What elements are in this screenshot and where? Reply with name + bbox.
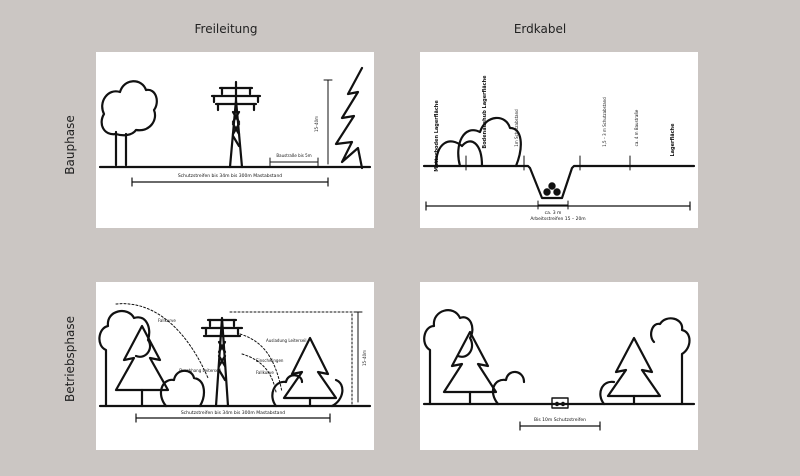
strip-label: Bis 10m Schutzstreifen — [534, 417, 586, 423]
trench-label: ca. 3 m — [545, 210, 562, 216]
label-schutzabstand-3m: 1,5 – 3 m Schutzabstand — [602, 97, 607, 147]
column-header-freileitung: Freileitung — [194, 22, 258, 36]
label-lagerflaeche: Lagerfläche — [670, 123, 676, 157]
bush-icon-2 — [271, 374, 344, 408]
panel-erdkabel-bauphase: Mutterboden Lagerfläche Bodenaushub Lage… — [420, 52, 698, 228]
conifer-tree-icon-2 — [282, 336, 338, 408]
deciduous-tree-icon — [98, 309, 152, 408]
bush-icon — [159, 369, 206, 408]
height-dimension — [353, 311, 363, 403]
strip-label: Schutzstreifen bis 34m bis 300m Mastabst… — [178, 173, 282, 179]
strip-dimension — [519, 421, 601, 431]
soil-pile-icon — [434, 140, 484, 168]
road-dimension — [269, 157, 319, 167]
label-mutterboden: Mutterboden Lagerfläche — [434, 100, 440, 172]
strip-label: Schutzstreifen bis 34m bis 300m Mastabst… — [181, 410, 285, 416]
transmission-pylon-icon — [210, 80, 262, 169]
row-header-betriebsphase: Betriebsphase — [63, 315, 77, 403]
fall-curve — [115, 303, 353, 407]
height-dimension — [323, 79, 333, 165]
panel-freileitung-bauphase: 15–40m Baustraße bis 5m Schutzstreifen b… — [96, 52, 374, 228]
label-bodenaushub: Bodenaushub Lagerfläche — [482, 75, 488, 149]
deciduous-tree-icon-2 — [650, 317, 691, 406]
deciduous-tree-icon — [100, 80, 158, 167]
deciduous-tree-icon — [423, 309, 474, 406]
trench-dimension — [537, 200, 569, 210]
label-fallkurve-2: Fallkurve — [256, 370, 274, 375]
strip-dimension — [135, 413, 331, 423]
label-baustrasse: ca. 4 m Baustraße — [634, 109, 639, 146]
label-durchhang: Durchhang Leiterseil — [179, 368, 220, 373]
cable-bundle-icon — [541, 182, 563, 199]
label-fallkurve: Fallkurve — [158, 318, 176, 323]
conifer-tree-icon — [114, 324, 170, 408]
conifer-tree-icon-2 — [606, 336, 662, 406]
conifer-tree-icon — [334, 66, 364, 170]
transmission-pylon-icon — [200, 316, 244, 408]
road-label: Baustraße bis 5m — [276, 153, 311, 158]
bush-icon — [491, 370, 526, 406]
bush-icon-2 — [599, 380, 616, 406]
fence-posts — [465, 155, 631, 171]
strip-dimension — [425, 201, 691, 211]
panel-freileitung-betriebsphase: Fallkurve Durchhang Leiterseil Ausladung… — [96, 282, 374, 450]
label-einschwingen: Einschwingen — [256, 358, 284, 363]
conifer-tree-icon — [442, 330, 498, 406]
height-label: 15–40m — [314, 116, 319, 132]
height-label: 15–40m — [362, 350, 367, 366]
panel-erdkabel-betriebsphase: Bis 10m Schutzstreifen — [420, 282, 698, 450]
label-schutzabstand-1m: 1m Schutzabstand — [514, 109, 519, 147]
column-header-erdkabel: Erdkabel — [513, 22, 567, 36]
row-header-bauphase: Bauphase — [63, 115, 77, 175]
strip-dimension — [131, 177, 329, 187]
label-ausladung: Ausladung Leiterseil — [266, 338, 307, 343]
strip-label: Arbeitsstreifen 15 – 20m — [530, 216, 585, 222]
soil-pile-icon-2 — [457, 116, 522, 168]
